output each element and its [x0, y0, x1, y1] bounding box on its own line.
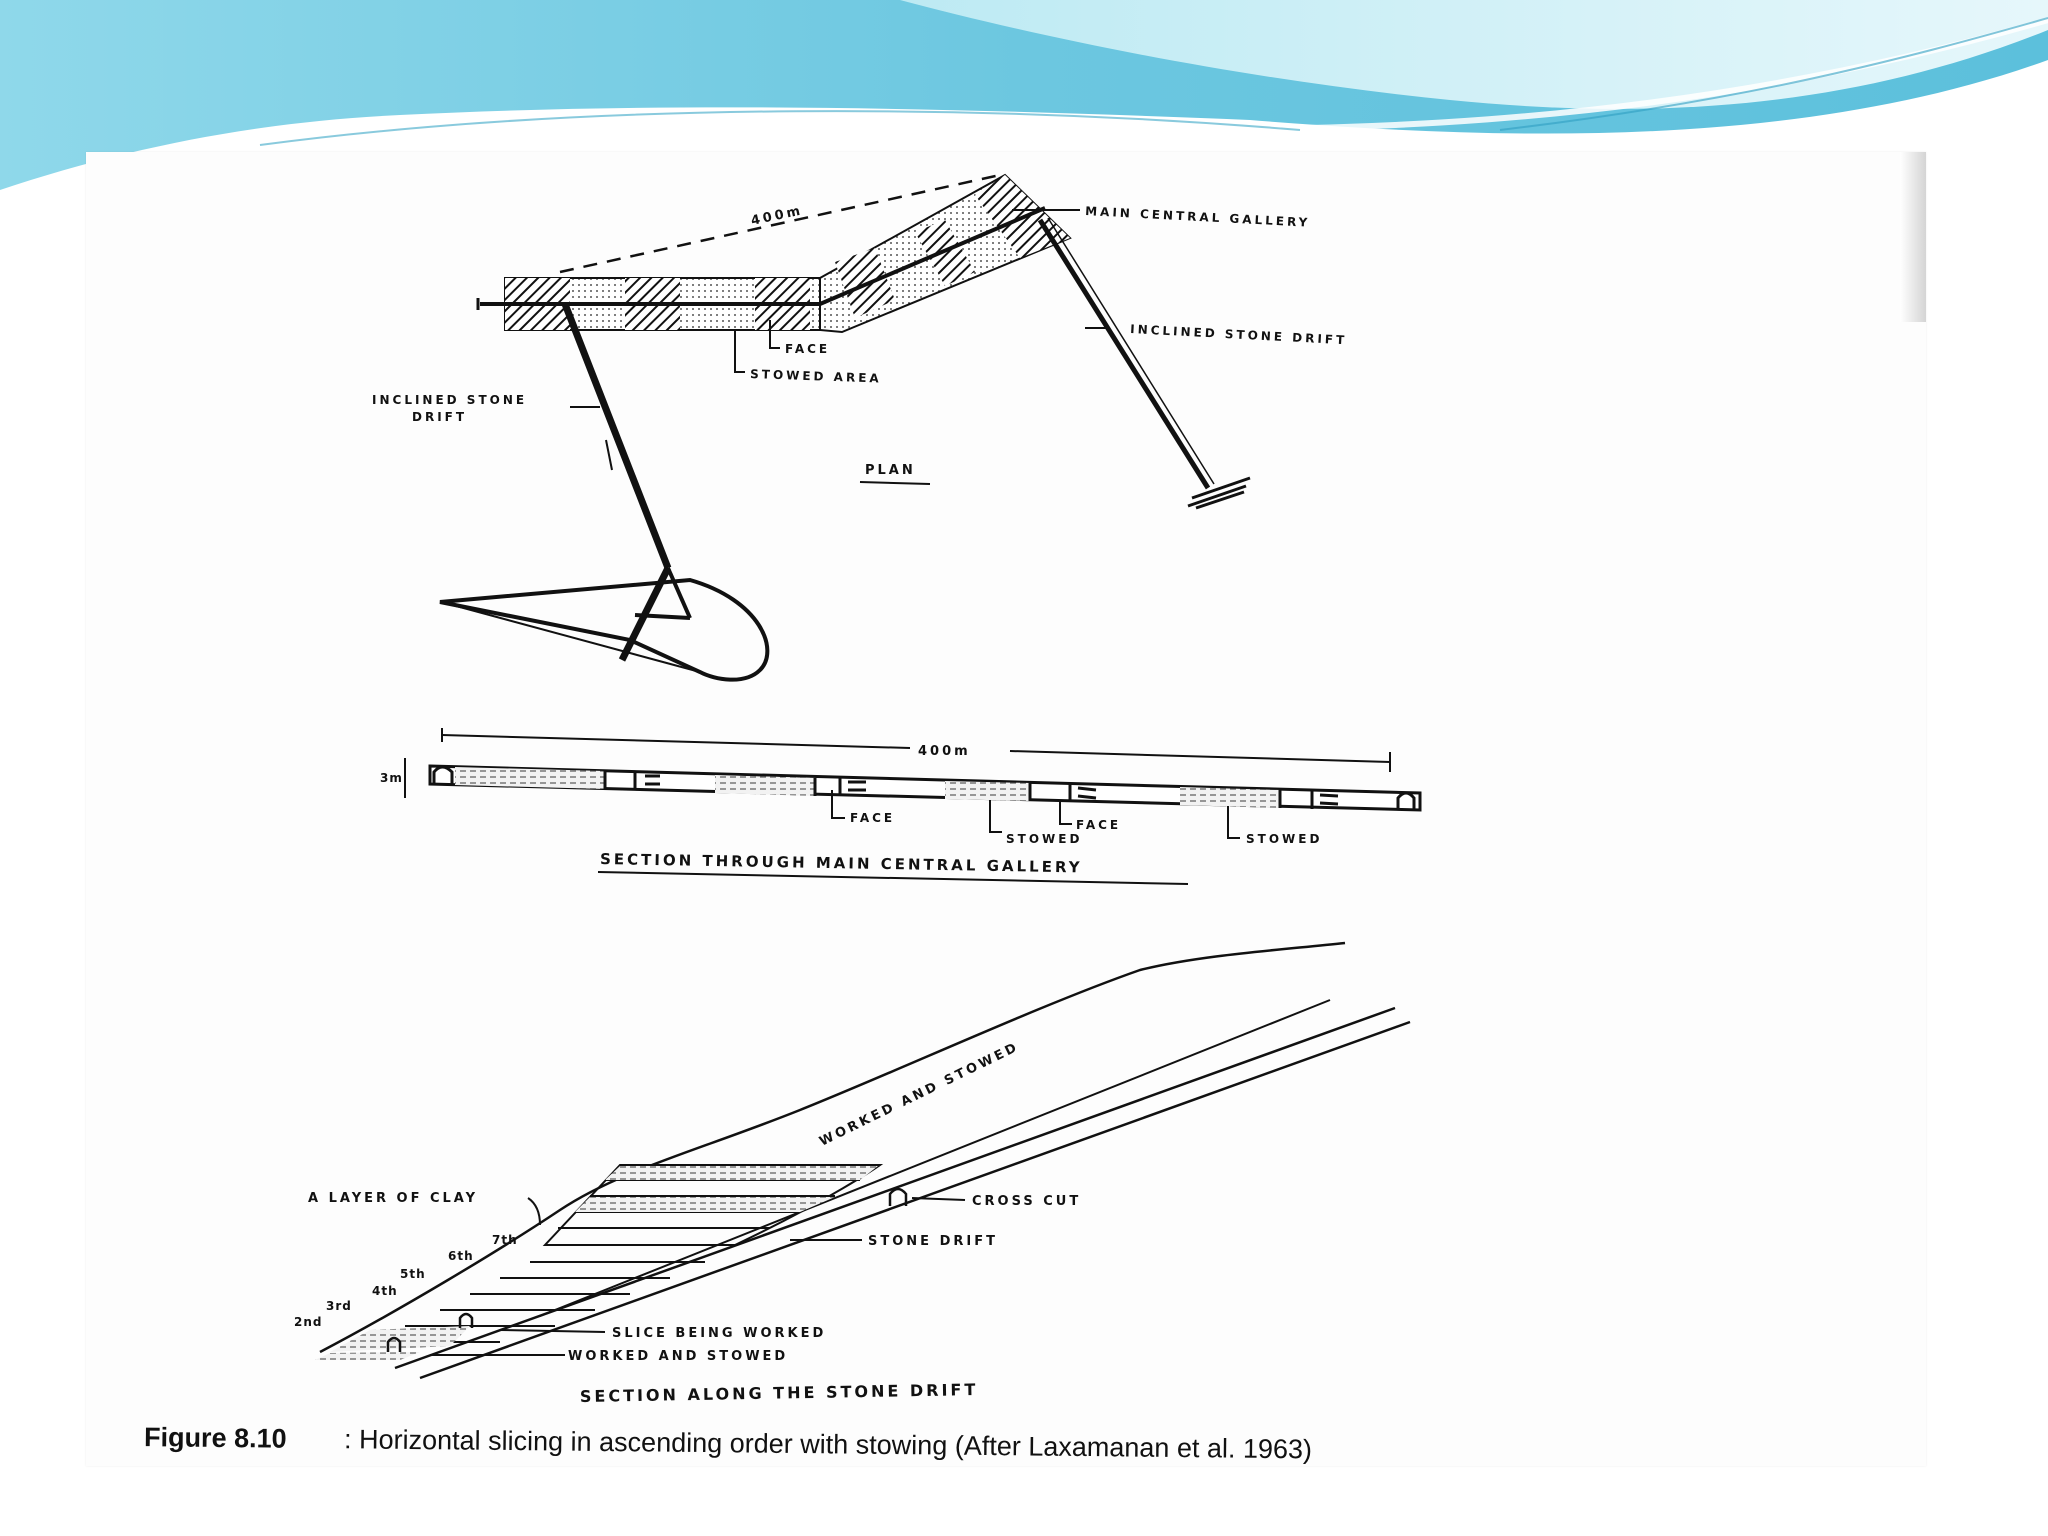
right-inclined-drift	[1037, 218, 1211, 490]
gallery-face-2: FACE	[1076, 818, 1121, 832]
gallery-stowed-2: STOWED	[1246, 832, 1322, 846]
gallery-face-1: FACE	[850, 811, 895, 825]
cross-cut	[888, 1187, 908, 1206]
worked-stowed-fill	[330, 1326, 470, 1352]
slice-label-2nd: 2nd	[294, 1315, 322, 1329]
plan-dimension-line	[559, 173, 1001, 274]
gallery-stowed-block	[945, 781, 1030, 801]
figure-sheet	[86, 152, 1926, 1466]
drift-section-title: SECTION ALONG THE STONE DRIFT	[580, 1380, 979, 1406]
slice-label-3rd: 3rd	[326, 1299, 352, 1313]
label-inclined-drift-left-1: INCLINED STONE	[372, 393, 527, 407]
sheet-shadow	[1900, 152, 1926, 322]
label-stone-drift: STONE DRIFT	[868, 1234, 998, 1249]
gallery-stowed-block	[455, 767, 605, 789]
label-main-central-gallery: MAIN CENTRAL GALLERY	[1085, 204, 1311, 230]
plan-face-block	[915, 220, 975, 286]
label-layer-of-clay: A LAYER OF CLAY	[308, 1191, 478, 1206]
label-stowed-area: STOWED AREA	[750, 367, 882, 386]
ground-surface	[319, 941, 1346, 1354]
stone-drift-line	[419, 1020, 1411, 1380]
figure-caption: Figure 8.10 : Horizontal slicing in asce…	[144, 1422, 1312, 1464]
gallery-stowed-block	[1180, 787, 1280, 808]
gallery-height-label: 3m	[380, 771, 403, 785]
worked-stowed-fill	[575, 1197, 835, 1212]
gallery-face-markers	[603, 771, 1339, 809]
label-inclined-drift-right: INCLINED STONE DRIFT	[1130, 322, 1348, 347]
label-worked-stowed-bottom: WORKED AND STOWED	[568, 1349, 788, 1364]
worked-stowed-fill	[315, 1352, 420, 1360]
slice-label-6th: 6th	[448, 1249, 474, 1263]
gallery-stowed-block	[715, 775, 815, 796]
header-wave-banner	[0, 0, 2048, 213]
drift-section: WORKED AND STOWED A LAYER OF CLAY CROSS …	[294, 941, 1411, 1406]
drift-loop	[439, 577, 770, 682]
label-slice-being-worked: SLICE BEING WORKED	[612, 1326, 826, 1341]
plan-title: PLAN	[865, 463, 916, 478]
main-central-gallery-band	[476, 173, 1072, 334]
cross-cut	[458, 1312, 474, 1328]
wave-line-2	[1499, 17, 2048, 131]
slice-label-4th: 4th	[372, 1284, 398, 1298]
wave-line	[259, 110, 1301, 146]
caption-figure-number: Figure 8.10	[144, 1422, 287, 1453]
gallery-length-label: 400m	[918, 744, 971, 759]
gallery-section: 400m 3m FACE STOWED FACE STOWED SECTION …	[380, 728, 1422, 885]
label-face: FACE	[785, 342, 830, 356]
gallery-section-title: SECTION THROUGH MAIN CENTRAL GALLERY	[600, 850, 1083, 876]
label-inclined-drift-left-2: DRIFT	[412, 410, 467, 424]
label-cross-cut: CROSS CUT	[972, 1194, 1081, 1209]
caption-text: : Horizontal slicing in ascending order …	[344, 1424, 1312, 1464]
slice-label-7th: 7th	[492, 1233, 518, 1247]
gallery-stowed-1: STOWED	[1006, 832, 1082, 846]
cross-cut	[386, 1336, 402, 1352]
plan-view: 400m MAIN CENTRAL GALLERY INCLINED STONE…	[372, 173, 1348, 682]
slice-label-5th: 5th	[400, 1267, 426, 1281]
left-inclined-drift	[561, 302, 672, 570]
wave-light	[900, 0, 2048, 109]
worked-stowed-fill	[605, 1166, 878, 1180]
label-worked-stowed-top: WORKED AND STOWED	[817, 1040, 1022, 1150]
